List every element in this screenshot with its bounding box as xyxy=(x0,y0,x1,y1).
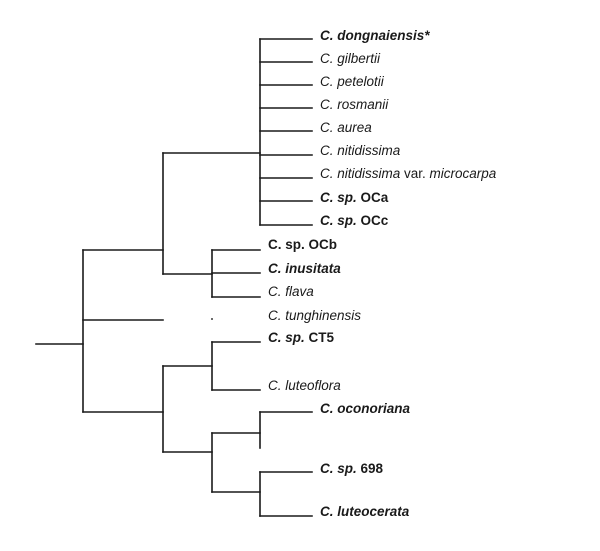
taxon-label-t17: C. sp. 698 xyxy=(320,461,384,476)
taxon-label-t16: C. oconoriana xyxy=(320,401,411,416)
taxon-label-part: C. sp. xyxy=(320,190,361,205)
taxon-label-t18: C. luteocerata xyxy=(320,504,410,519)
taxon-labels: C. dongnaiensis* C. gilbertii C. petelotii… xyxy=(268,28,497,519)
taxon-label-t9: C. sp. OCc xyxy=(320,213,389,228)
taxon-label-part: C. sp. xyxy=(320,461,361,476)
taxon-label-part: OCc xyxy=(361,213,389,228)
taxon-label-part: C. inusitata xyxy=(268,261,341,276)
taxon-label-part: C. aurea xyxy=(320,120,372,135)
taxon-label-t6: C. nitidissima xyxy=(320,143,401,158)
taxon-label-part: C. sp. xyxy=(268,330,309,345)
taxon-label-t7: C. nitidissima var. microcarpa xyxy=(320,166,497,181)
taxon-label-t15: C. luteoflora xyxy=(268,378,341,393)
tree-branches xyxy=(35,38,313,517)
taxon-label-part: C. sp. xyxy=(320,213,361,228)
taxon-label-part: 698 xyxy=(361,461,384,476)
taxon-label-t14: C. sp. CT5 xyxy=(268,330,335,345)
taxon-label-part: C. rosmanii xyxy=(320,97,389,112)
taxon-label-part: C. sp. OCb xyxy=(268,237,337,252)
taxon-label-part: microcarpa xyxy=(430,166,497,181)
taxon-label-part: C. flava xyxy=(268,284,314,299)
taxon-label-part: C. petelotii xyxy=(320,74,385,89)
taxon-label-t13: C. tunghinensis xyxy=(268,308,361,323)
taxon-label-t10: C. sp. OCb xyxy=(268,237,337,252)
taxon-label-part: C. nitidissima xyxy=(320,143,401,158)
taxon-label-t2: C. gilbertii xyxy=(320,51,381,66)
taxon-label-part: CT5 xyxy=(309,330,335,345)
taxon-label-part: C. gilbertii xyxy=(320,51,381,66)
taxon-label-part: C. tunghinensis xyxy=(268,308,361,323)
taxon-label-t1: C. dongnaiensis* xyxy=(320,28,430,43)
taxon-label-part: C. oconoriana xyxy=(320,401,411,416)
taxon-label-part: C. luteocerata xyxy=(320,504,410,519)
taxon-label-t5: C. aurea xyxy=(320,120,372,135)
taxon-label-part: C. dongnaiensis* xyxy=(320,28,430,43)
taxon-label-t12: C. flava xyxy=(268,284,314,299)
taxon-label-part: var. xyxy=(404,166,430,181)
taxon-label-part: C. luteoflora xyxy=(268,378,341,393)
taxon-label-part: C. nitidissima xyxy=(320,166,404,181)
taxon-label-t11: C. inusitata xyxy=(268,261,341,276)
taxon-label-t3: C. petelotii xyxy=(320,74,385,89)
taxon-label-t4: C. rosmanii xyxy=(320,97,389,112)
taxon-label-part: OCa xyxy=(361,190,389,205)
taxon-label-t8: C. sp. OCa xyxy=(320,190,389,205)
